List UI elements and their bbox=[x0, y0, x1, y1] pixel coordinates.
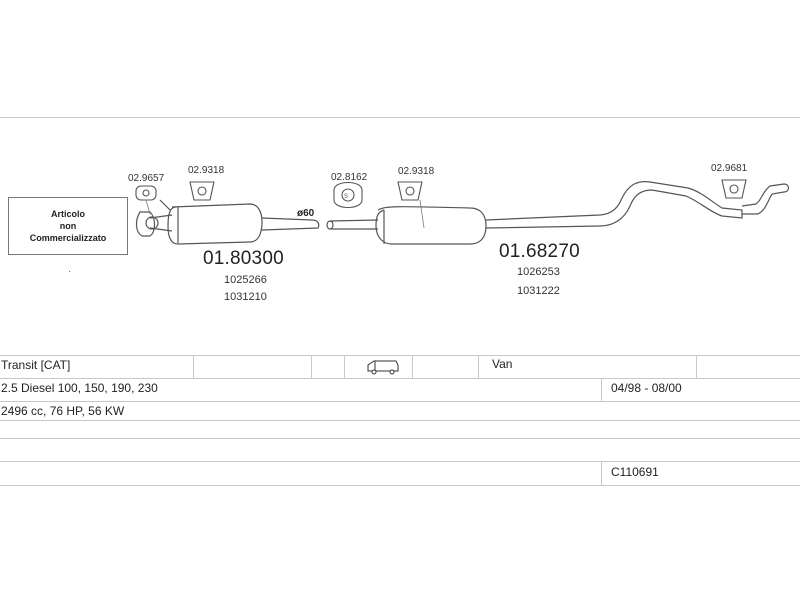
table-divider-7 bbox=[601, 378, 602, 401]
rear-part-code-1: 1026253 bbox=[517, 266, 560, 278]
front-outlet-pipe bbox=[261, 217, 320, 231]
engine-spec: 2496 cc, 76 HP, 56 KW bbox=[1, 404, 125, 418]
van-icon bbox=[367, 360, 399, 375]
engine-description: 2.5 Diesel 100, 150, 190, 230 bbox=[1, 381, 158, 395]
table-line-4 bbox=[0, 420, 800, 421]
catalog-code: C110691 bbox=[611, 465, 659, 479]
ref-label-3: 02.8162 bbox=[331, 172, 368, 183]
rear-part-number[interactable]: 01.68270 bbox=[499, 241, 580, 262]
table-divider-4 bbox=[412, 355, 413, 378]
rear-part-code-2: 1031222 bbox=[517, 285, 560, 297]
svg-text:·: · bbox=[68, 266, 71, 277]
ref-label-2: 02.9318 bbox=[188, 165, 225, 176]
vehicle-model: Transit [CAT] bbox=[1, 358, 71, 372]
diameter-label: ø60 bbox=[297, 208, 315, 219]
table-divider-1 bbox=[193, 355, 194, 378]
table-line-3 bbox=[0, 401, 800, 402]
ref-label-5: 02.9681 bbox=[711, 163, 748, 174]
not-commercialized-box: Articolo non Commercializzato bbox=[8, 197, 128, 255]
table-line-6 bbox=[0, 461, 800, 462]
production-period: 04/98 - 08/00 bbox=[611, 381, 682, 395]
hanger-icon-5 bbox=[721, 179, 747, 199]
table-line-1 bbox=[0, 355, 800, 356]
table-line-7 bbox=[0, 485, 800, 486]
front-inlet-ring bbox=[145, 216, 159, 230]
table-line-5 bbox=[0, 438, 800, 439]
table-line-2 bbox=[0, 378, 800, 379]
tail-end bbox=[741, 183, 790, 215]
table-divider-3 bbox=[344, 355, 345, 378]
hanger-icon-4 bbox=[397, 181, 423, 201]
table-divider-2 bbox=[311, 355, 312, 378]
table-divider-5 bbox=[478, 355, 479, 378]
table-divider-8 bbox=[601, 461, 602, 485]
exhaust-system-drawing: S · bbox=[68, 179, 790, 277]
front-part-code-2: 1031210 bbox=[224, 291, 267, 303]
ref-label-1: 02.9657 bbox=[128, 173, 165, 184]
front-muffler bbox=[167, 203, 263, 245]
rear-muffler bbox=[375, 206, 487, 245]
ref-label-4: 02.9318 bbox=[398, 166, 435, 177]
hanger-icon-2 bbox=[189, 181, 215, 201]
clamp-icon-3: S bbox=[333, 181, 363, 209]
front-part-code-1: 1025266 bbox=[224, 274, 267, 286]
note-line-1: Articolo bbox=[50, 209, 85, 219]
note-line-3: Commercializzato bbox=[29, 233, 107, 243]
hanger-icon-1 bbox=[135, 185, 157, 201]
note-line-2: non bbox=[59, 221, 77, 231]
body-type: Van bbox=[492, 357, 513, 371]
front-part-number[interactable]: 01.80300 bbox=[203, 248, 284, 269]
svg-text:S: S bbox=[344, 194, 348, 200]
connector-pipe bbox=[329, 219, 379, 230]
table-divider-6 bbox=[696, 355, 697, 378]
diagram-top-border bbox=[0, 117, 800, 118]
tail-pipe bbox=[485, 181, 743, 229]
